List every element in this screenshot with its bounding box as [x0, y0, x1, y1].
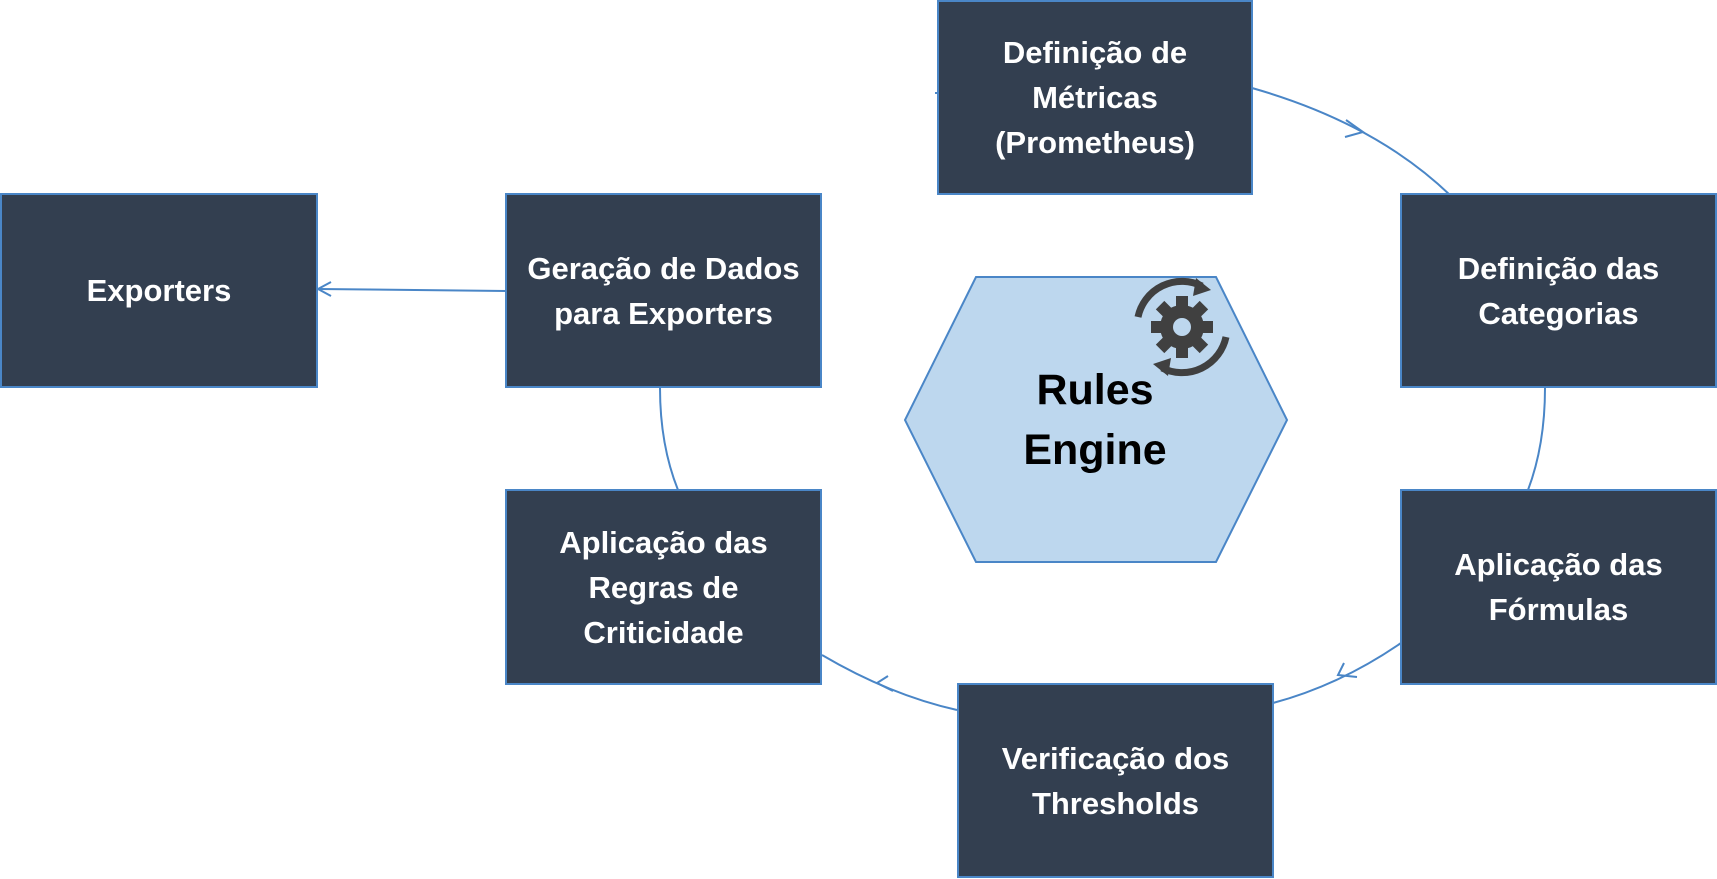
connector-formulas-to-thresholds — [1272, 642, 1402, 704]
arrow-head-geracao-to-exporters — [315, 281, 332, 297]
step-box-formulas: Aplicação das Fórmulas — [1400, 489, 1717, 685]
step-label-formulas: Aplicação das Fórmulas — [1454, 547, 1663, 627]
step-box-criticidade: Aplicação das Regras de Criticidade — [505, 489, 822, 685]
step-label-categorias: Definição das Categorias — [1457, 250, 1660, 331]
step-label-criticidade: Aplicação das Regras de Criticidade — [559, 524, 768, 650]
step-box-metricas: Definição de Métricas (Prometheus) — [937, 0, 1253, 195]
arrow-head-metricas-to-categorias — [1344, 119, 1366, 138]
rules-engine-label: Rules Engine — [1023, 366, 1167, 474]
connector-thresholds-to-criticidade — [821, 654, 958, 711]
connector-geracao-to-exporters — [317, 288, 507, 292]
step-label-exporters: Exporters — [86, 273, 232, 308]
step-label-metricas: Definição de Métricas (Prometheus) — [995, 35, 1195, 160]
step-box-geracao: Geração de Dados para Exporters — [505, 193, 822, 388]
step-label-thresholds: Verificação dos Thresholds — [1001, 740, 1230, 821]
arrow-head-thresholds-to-criticidade — [874, 675, 894, 692]
step-box-exporters: Exporters — [0, 193, 318, 388]
arrow-head-formulas-to-thresholds — [1336, 662, 1358, 678]
connector-criticidade-to-geracao — [659, 387, 679, 491]
step-label-geracao: Geração de Dados para Exporters — [527, 250, 800, 331]
connector-metricas-to-categorias — [1251, 87, 1451, 196]
gear-cycle-icon — [1134, 277, 1230, 377]
rules-engine-hexagon — [903, 276, 1289, 563]
step-box-categorias: Definição das Categorias — [1400, 193, 1717, 388]
step-box-thresholds: Verificação dos Thresholds — [957, 683, 1274, 878]
connector-categorias-to-formulas — [1527, 387, 1546, 491]
